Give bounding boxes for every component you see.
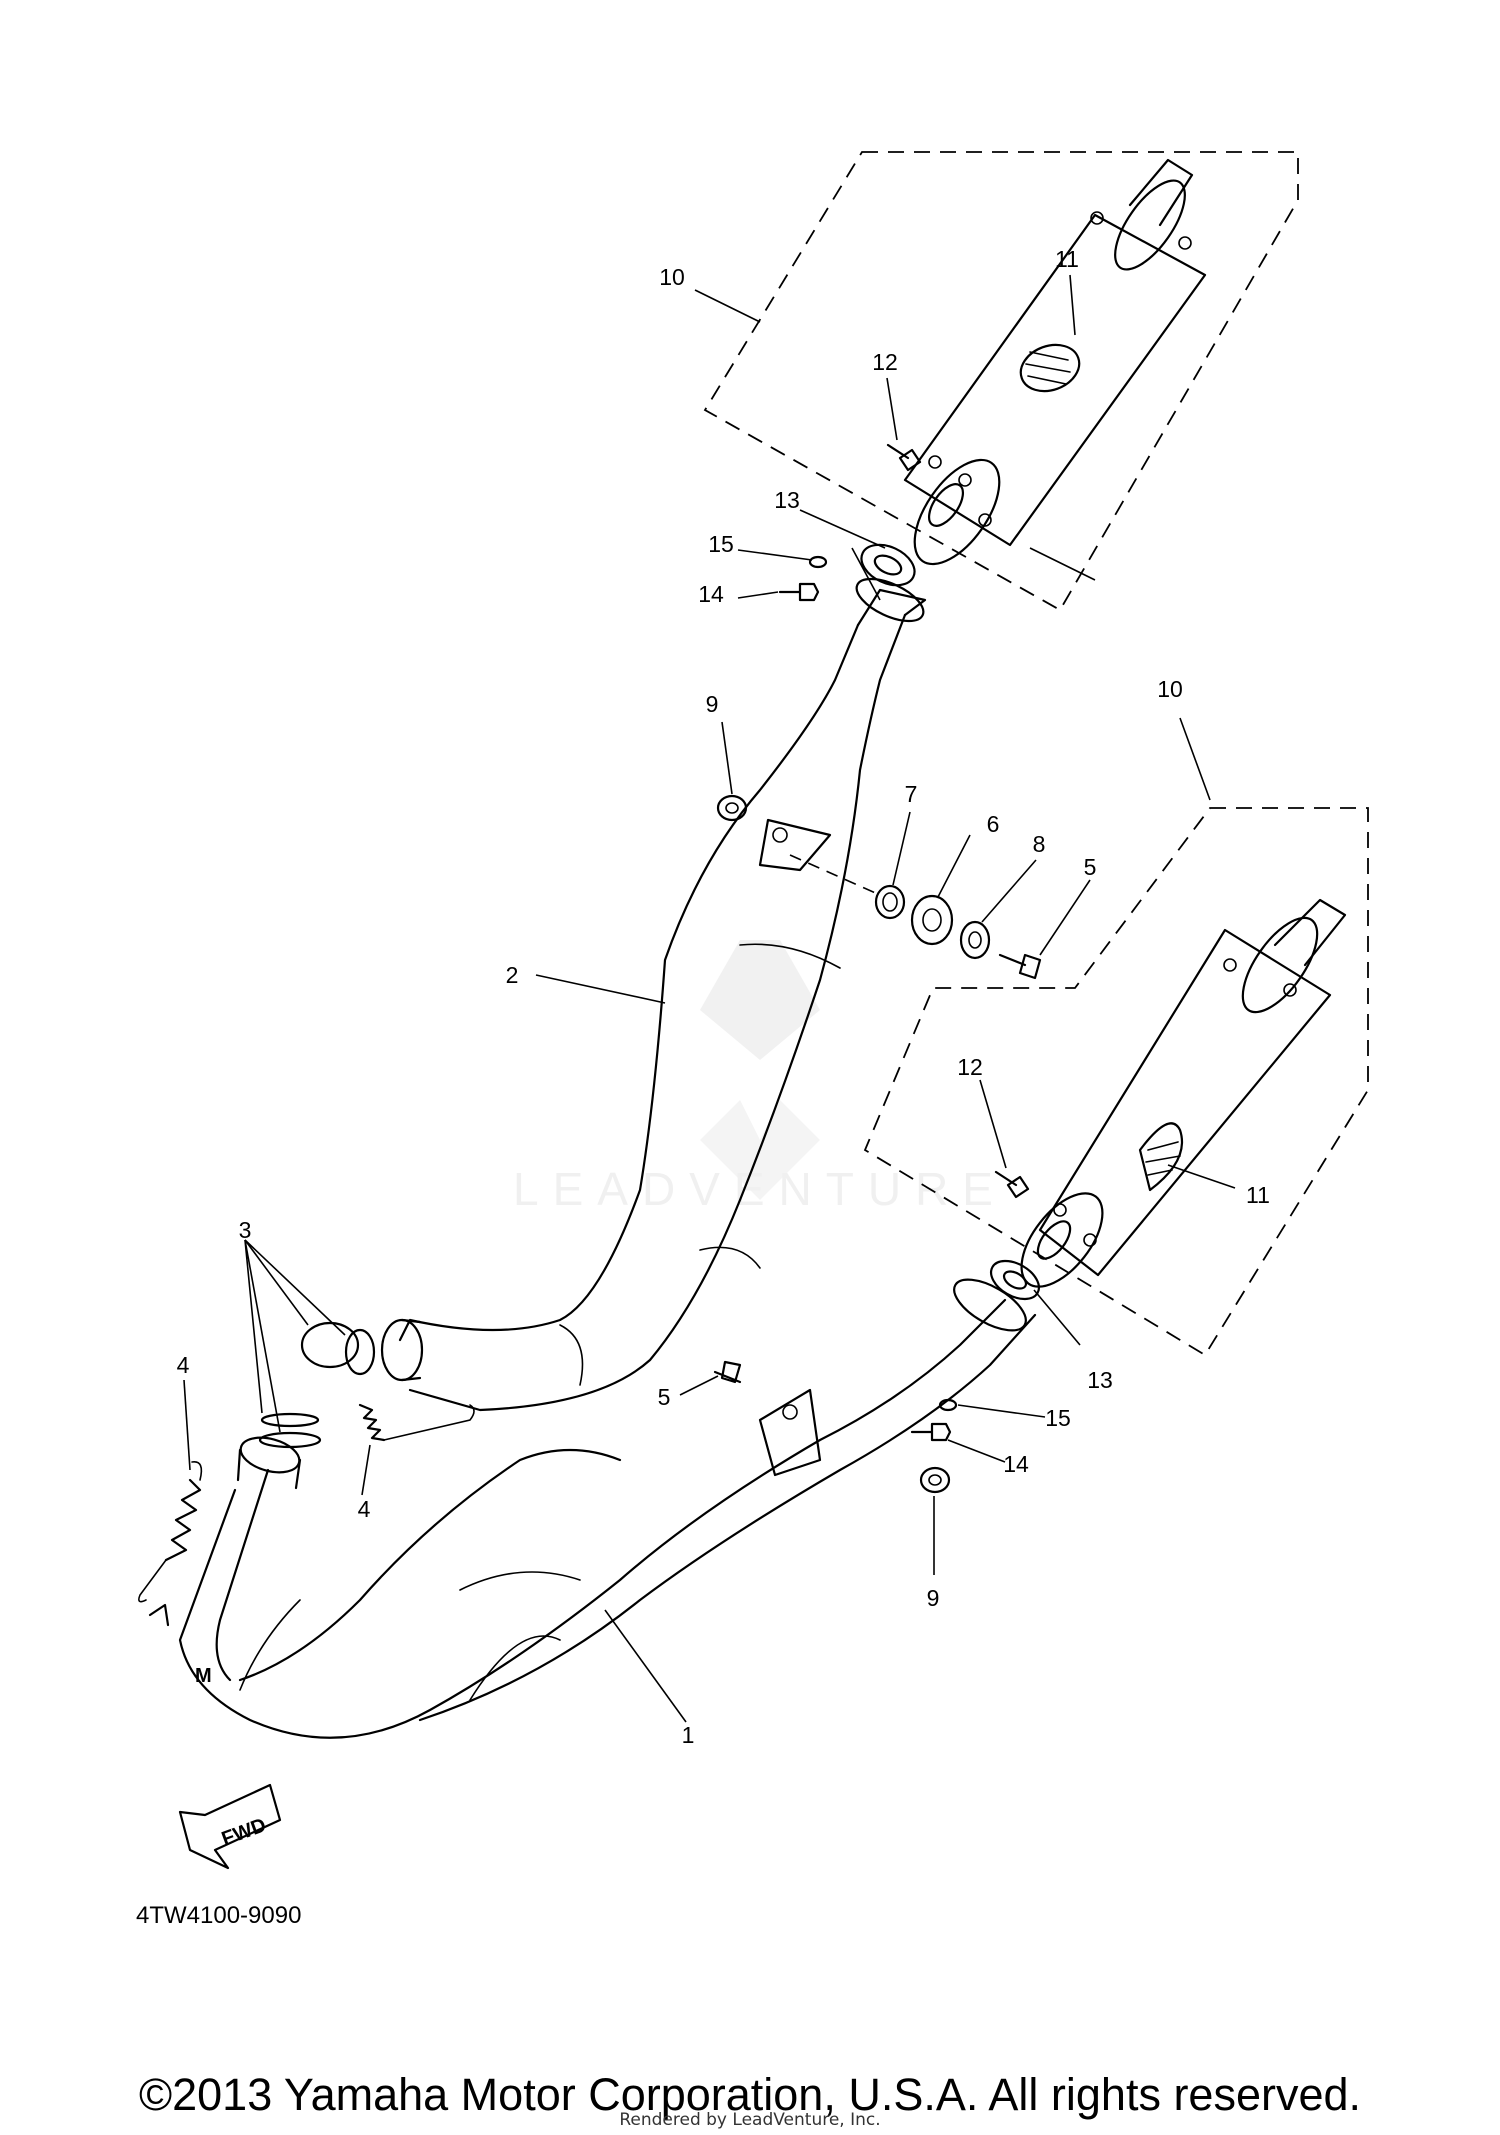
callout-4: 4 bbox=[358, 1496, 371, 1522]
callout-numbers: 10 11 12 13 15 14 9 7 6 8 5 10 2 12 11 1… bbox=[177, 246, 1270, 1748]
callout-15: 15 bbox=[708, 531, 734, 557]
copyright-notice: ©2013 Yamaha Motor Corporation, U.S.A. A… bbox=[138, 2069, 1362, 2120]
leader-lines bbox=[183, 274, 1236, 1723]
callout-12: 12 bbox=[957, 1054, 983, 1080]
callout-4: 4 bbox=[177, 1352, 190, 1378]
lower-gasket-13 bbox=[990, 1259, 1040, 1301]
callout-12: 12 bbox=[872, 349, 898, 375]
lower-silencer-label-plate bbox=[1138, 1122, 1184, 1192]
damper-6 bbox=[910, 894, 954, 946]
upper-muffler-dashed-box bbox=[703, 151, 1299, 612]
callout-13: 13 bbox=[1087, 1367, 1113, 1393]
spring-4-center bbox=[358, 1403, 475, 1442]
grommet-9-upper bbox=[716, 794, 748, 822]
diagram-code: 4TW4100-9090 bbox=[136, 1902, 301, 1929]
callout-9: 9 bbox=[706, 691, 719, 717]
collar-7 bbox=[874, 884, 906, 920]
o-rings-3 bbox=[258, 1321, 376, 1449]
pipe-2-bracket bbox=[758, 818, 832, 872]
exhaust-pipe-2 bbox=[380, 577, 927, 1412]
pipe-1-stamp: M bbox=[195, 1665, 212, 1687]
exhaust-pipe-1: M bbox=[148, 1278, 1037, 1739]
upper-bolt-12 bbox=[886, 443, 922, 472]
fwd-arrow: FWD bbox=[178, 1783, 282, 1870]
rendered-by-notice: Rendered by LeadVenture, Inc. bbox=[619, 2110, 881, 2130]
watermark-logo: LEADVENTURE bbox=[513, 940, 1007, 1215]
callout-15: 15 bbox=[1045, 1405, 1071, 1431]
fwd-label: FWD bbox=[219, 1814, 269, 1850]
upper-silencer bbox=[903, 158, 1207, 566]
callout-14: 14 bbox=[698, 581, 724, 607]
callout-2: 2 bbox=[506, 962, 519, 988]
upper-silencer-label-plate bbox=[1019, 343, 1081, 393]
callout-14: 14 bbox=[1003, 1451, 1029, 1477]
pipe-1-bracket bbox=[758, 1388, 822, 1477]
lower-muffler-dashed-box bbox=[863, 807, 1369, 1357]
callout-13: 13 bbox=[774, 487, 800, 513]
lower-silencer bbox=[1020, 898, 1347, 1288]
upper-bolt-14 bbox=[778, 582, 820, 602]
spring-4-left bbox=[138, 1461, 203, 1603]
bolt-5-lower bbox=[713, 1360, 742, 1384]
bolt-5-upper bbox=[998, 953, 1042, 980]
callout-7: 7 bbox=[905, 781, 918, 807]
watermark-text: LEADVENTURE bbox=[513, 1163, 1007, 1215]
upper-gasket-13 bbox=[860, 543, 916, 587]
callout-5: 5 bbox=[658, 1384, 671, 1410]
callout-10: 10 bbox=[1157, 676, 1183, 702]
pipe-1-hook bbox=[148, 1603, 170, 1627]
callout-9: 9 bbox=[927, 1585, 940, 1611]
callout-6: 6 bbox=[987, 811, 1000, 837]
assembly-dashed-line bbox=[789, 854, 881, 896]
pipe-1-inlet bbox=[236, 1436, 302, 1490]
callout-11: 11 bbox=[1246, 1182, 1270, 1208]
callout-3: 3 bbox=[239, 1217, 252, 1243]
lower-bolt-14 bbox=[910, 1422, 952, 1442]
callout-11: 11 bbox=[1055, 246, 1079, 272]
grommet-9-lower bbox=[919, 1466, 951, 1494]
callout-10: 10 bbox=[659, 264, 685, 290]
pipe-2-inlet-ring bbox=[380, 1318, 424, 1382]
callout-1: 1 bbox=[682, 1722, 695, 1748]
callout-5: 5 bbox=[1084, 854, 1097, 880]
washer-8 bbox=[959, 920, 991, 960]
upper-washer-15 bbox=[808, 555, 828, 569]
callout-8: 8 bbox=[1033, 831, 1046, 857]
lower-bolt-12 bbox=[994, 1170, 1030, 1199]
